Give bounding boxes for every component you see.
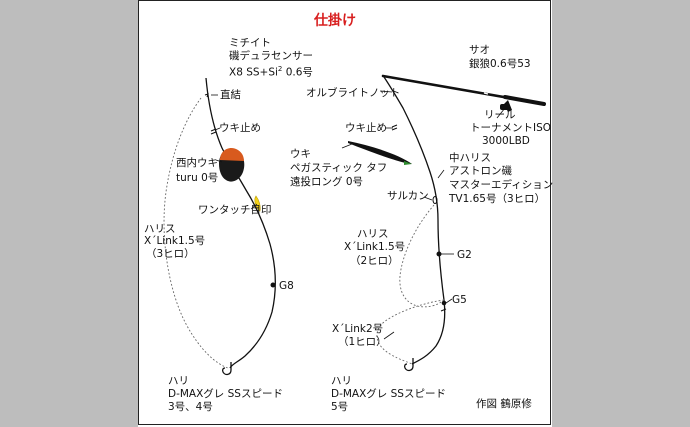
mid-leader-label-4: TV1.65号（3ヒロ） [449,193,546,205]
left-main-line [205,77,276,369]
left-main-line-label-2: 磯デュラセンサー [229,50,313,62]
left-indicator-label: ワンタッチ目印 [198,204,272,216]
left-leader-dotted-curve [163,97,229,369]
left-leader-label-2: X´Link1.5号 [144,235,206,247]
right-float-label-2: ペガスティック タフ [290,162,388,174]
right-callout-g5 [445,298,453,304]
left-hook-label-1: ハリ [168,375,189,387]
left-float-top [220,148,244,161]
right-callout-swivel [423,196,433,201]
left-main-line-label-1: ミチイト [229,37,271,49]
reel-label-1: リール [484,109,516,121]
right-rod-grip-mark [483,92,489,95]
right-float-icon [348,141,412,164]
right-gray-band [552,0,690,427]
left-shot-g8 [270,282,276,288]
right-branch-dotted-curve [376,299,445,365]
right-rod-butt [503,95,546,106]
right-shot-g5 [441,300,447,306]
mid-leader-label-1: 中ハリス [449,152,491,164]
right-float-tip [404,161,412,165]
right-float-label-1: ウキ [290,148,311,160]
right-shot-g2-label: G2 [457,249,472,261]
right-leader-dotted-curve [399,204,446,308]
left-float-label-2: turu 0号 [176,172,219,184]
right-float-stop-label: ウキ止め [345,122,387,134]
right-hook-icon [403,358,414,372]
right-branch-knot-mark [440,308,447,312]
swivel-label: サルカン [387,190,429,202]
right-hook-label-1: ハリ [331,375,352,387]
left-gray-band [0,0,138,427]
left-main-line-label-3: X8 SS+Si2 0.6号 [229,65,313,79]
right-callout-branch-leader [383,331,395,340]
left-direct-knot-mark [204,93,209,98]
right-hook-label-3: 5号 [331,401,349,413]
diagram-panel [138,0,551,425]
left-float-label-1: 西内ウキ [176,157,218,169]
mid-leader-label-2: アストロン磯 [449,165,512,177]
left-float-stop-label: ウキ止め [219,122,261,134]
right-hook-label-2: D-MAXグレ SSスピード [331,388,446,400]
left-indicator-icon [254,195,261,212]
right-swivel-icon [432,196,438,204]
left-float-stop-mark [210,128,217,135]
rod-label-1: サオ [469,44,490,56]
credit-label: 作図 鶴原修 [476,398,532,410]
right-float-label-3: 遠投ロング 0号 [290,176,364,188]
left-hook-icon [221,362,232,376]
mid-leader-label-3: マスターエディション [449,179,554,191]
right-callout-float [341,143,353,149]
left-callout-float-stop [214,127,221,131]
right-shot-g5-label: G5 [452,294,467,306]
left-shot-g8-label: G8 [279,280,294,292]
reel-label-3: 3000LBD [482,135,530,147]
left-direct-tie-label: 直結 [220,89,241,101]
right-leader-label-3: （2ヒロ） [350,255,399,267]
right-callout-mid-leader [437,169,445,179]
left-hook-label-2: D-MAXグレ SSスピード [168,388,283,400]
branch-leader-label-1: X´Link2号 [332,323,384,335]
left-hook-label-3: 3号、4号 [168,401,213,413]
rod-label-2: 銀狼0.6号53 [469,58,531,70]
right-shot-g2 [436,251,442,257]
left-leader-label-3: （3ヒロ） [146,248,195,260]
guide-knot-label: オルブライトノット [306,87,401,99]
right-reel-icon [500,100,512,112]
right-callout-guide [379,90,393,93]
left-float-icon [219,148,245,182]
branch-leader-label-2: （1ヒロ） [338,336,387,348]
right-callout-reel [496,107,506,119]
right-float-stop-mark [391,124,398,131]
right-leader-label-2: X´Link1.5号 [344,241,406,253]
right-main-line [383,76,446,365]
diagram-title: 仕掛け [314,13,356,29]
left-callout-indicator [250,203,258,210]
left-leader-label-1: ハリス [144,223,176,235]
left-callout-float [215,159,223,163]
left-main-line-superscript: 2 [277,65,283,73]
right-leader-label-1: ハリス [357,228,389,240]
reel-label-2: トーナメントISO [470,122,552,134]
